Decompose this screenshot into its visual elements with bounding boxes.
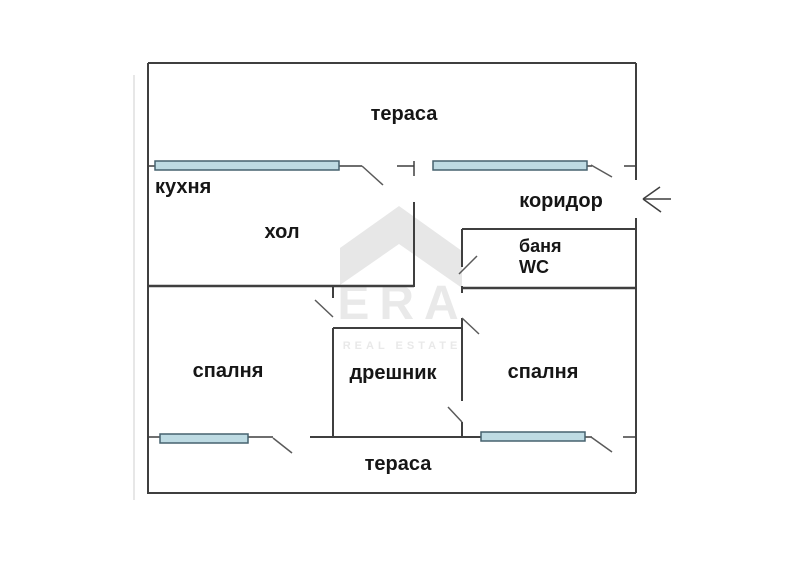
window-symbol bbox=[154, 160, 340, 171]
room-label-bedroom-left: спалня bbox=[192, 360, 264, 382]
watermark-roof-icon bbox=[340, 206, 462, 288]
room-label-corridor: коридор bbox=[519, 190, 603, 212]
door-swing-line bbox=[272, 437, 293, 454]
room-label-bath-wc: баня WC bbox=[519, 236, 562, 278]
watermark-tagline: REAL ESTATE bbox=[342, 340, 462, 352]
room-label-hall: хол bbox=[264, 221, 300, 243]
room-label-terrace-bottom: тераса bbox=[364, 453, 432, 475]
window-symbol bbox=[432, 160, 588, 171]
door-swing-line bbox=[590, 436, 613, 453]
room-label-terrace-top: тераса bbox=[370, 103, 438, 125]
room-label-closet: дрешник bbox=[349, 362, 437, 384]
entrance-arrow-icon bbox=[642, 186, 661, 200]
door-swing-line bbox=[590, 164, 613, 178]
room-label-bedroom-right: спалня bbox=[507, 361, 579, 383]
room-label-bath-line1: баня bbox=[519, 236, 562, 256]
door-swing-line bbox=[314, 299, 334, 318]
room-label-kitchen: кухня bbox=[155, 176, 212, 198]
window-symbol bbox=[480, 431, 586, 442]
room-label-bath-line2: WC bbox=[519, 257, 549, 277]
entrance-arrow-icon bbox=[642, 198, 662, 213]
door-swing-line bbox=[461, 317, 480, 335]
door-swing-line bbox=[458, 255, 478, 275]
door-swing-line bbox=[361, 165, 384, 186]
door-swing-line bbox=[447, 406, 463, 423]
window-symbol bbox=[159, 433, 249, 444]
